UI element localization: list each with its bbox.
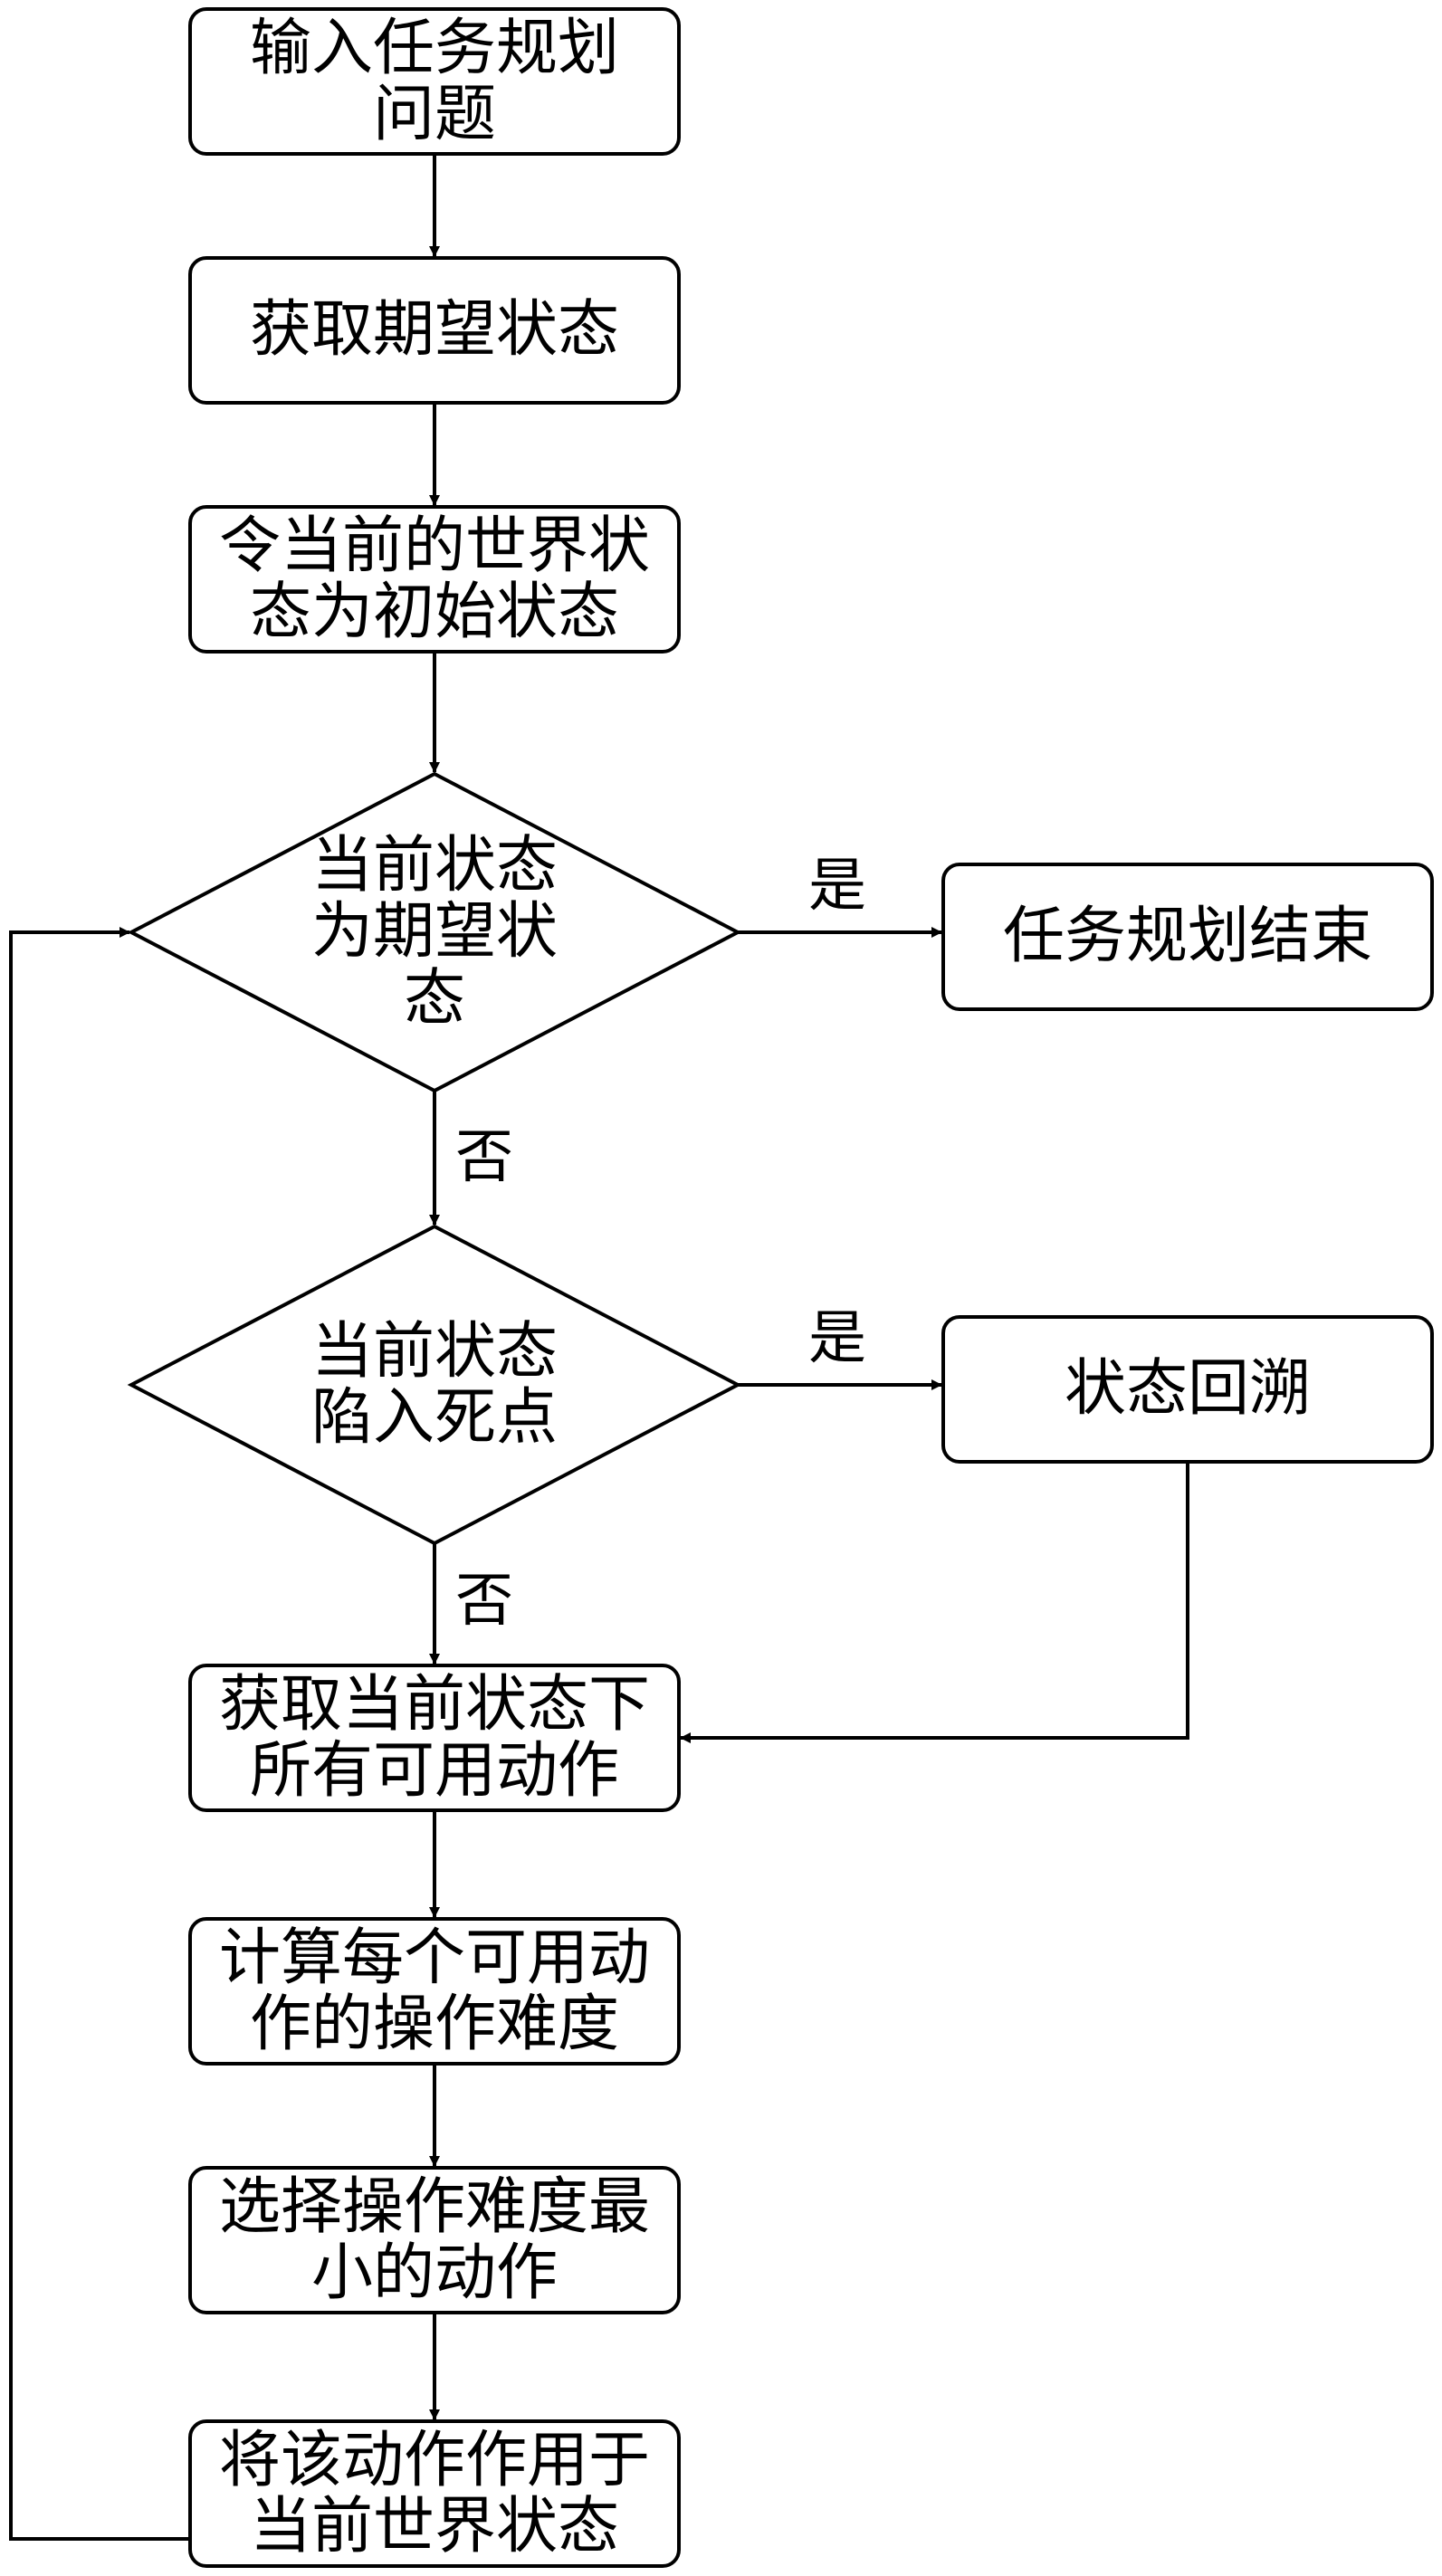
text-check-goal: 当前状态为期望状态: [310, 829, 558, 1035]
text-input: 输入任务规划问题: [249, 12, 619, 150]
arrow-loop-back: [9, 927, 190, 2541]
box-end: [941, 863, 1434, 1011]
text-end: 任务规划结束: [1002, 901, 1372, 973]
arrow-backtrack-actions: [680, 1462, 1189, 1743]
text-apply-action: 将该动作作用于当前世界状态: [218, 2424, 650, 2562]
text-backtrack: 状态回溯: [1064, 1353, 1311, 1426]
label-dead-yes: 是: [808, 1305, 866, 1373]
text-check-dead: 当前状态陷入死点: [310, 1315, 558, 1454]
text-init-state: 令当前的世界状态为初始状态: [218, 510, 650, 648]
label-goal-no: 否: [455, 1124, 513, 1192]
text-get-goal: 获取期望状态: [249, 294, 619, 367]
box-apply-action: [188, 2419, 681, 2568]
label-dead-no: 否: [455, 1568, 513, 1636]
label-goal-yes: 是: [808, 853, 866, 921]
text-select-action: 选择操作难度最小的动作: [218, 2171, 650, 2309]
text-get-actions: 获取当前状态下所有可用动作: [218, 1668, 650, 1807]
text-compute-difficulty: 计算每个可用动作的操作难度: [218, 1922, 650, 2060]
